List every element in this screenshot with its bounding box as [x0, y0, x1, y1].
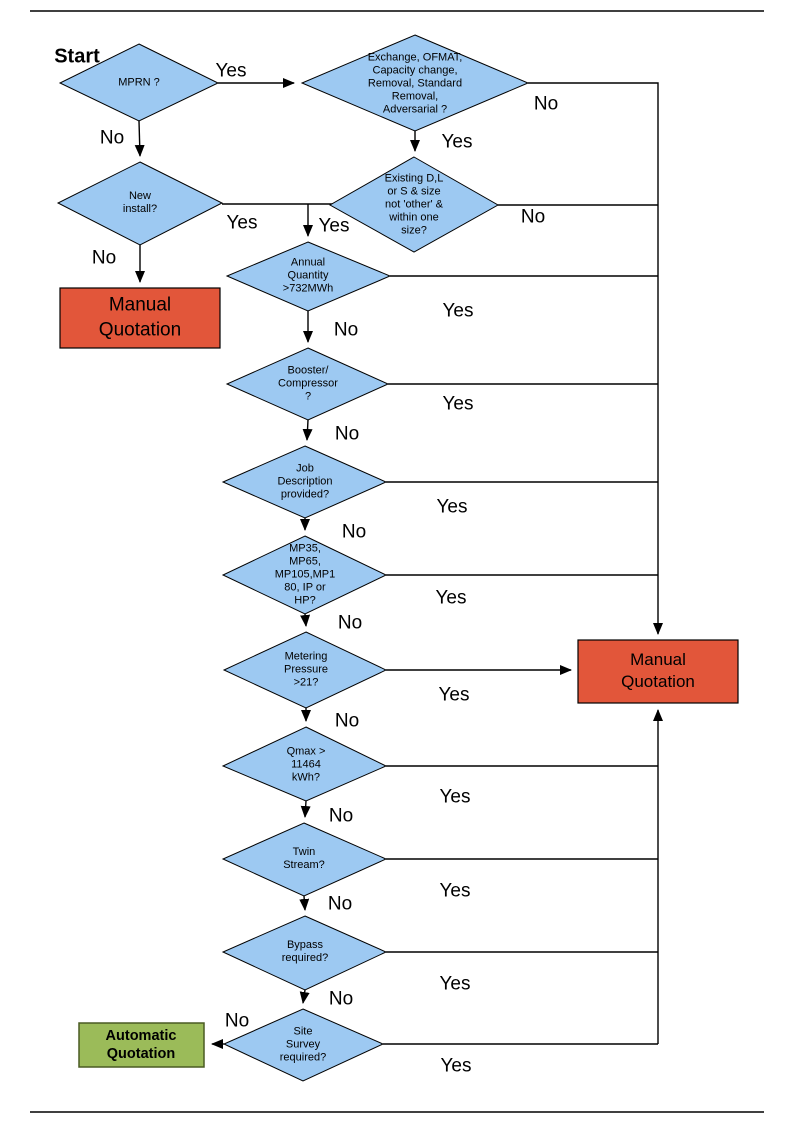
edge-label-mprn-no: No [99, 127, 125, 149]
decision-site-survey [222, 1008, 385, 1082]
edge-label-new-install-no: No [91, 247, 117, 269]
decision-job-description [221, 445, 388, 519]
label-metering-pressure: Metering Pressure >21? [283, 650, 329, 689]
edge-label-annual-yes: Yes [442, 300, 474, 322]
edge-label-mprn-yes: Yes [215, 60, 247, 82]
label-site-survey: Site Survey required? [279, 1025, 327, 1064]
terminal-manual-quotation-left [59, 287, 221, 349]
edge-label-booster-no: No [334, 423, 360, 445]
decision-exchange [300, 34, 530, 132]
edge-label-metering-yes: Yes [438, 684, 470, 706]
decision-mprn [58, 43, 220, 122]
edge-mp-no [300, 613, 311, 627]
edge-label-exchange-yes: Yes [441, 131, 473, 153]
edge-label-mp-no: No [337, 612, 363, 634]
terminal-automatic-quotation [78, 1022, 205, 1068]
edge-mprn-no [134, 120, 145, 157]
edge-bypass-no [299, 989, 310, 1004]
edge-label-site-yes: Yes [440, 1055, 472, 1077]
decision-new-install [56, 161, 224, 246]
edge-label-job-no: No [341, 521, 367, 543]
decision-qmax [221, 726, 388, 802]
edge-label-exchange-no: No [533, 93, 559, 115]
label-meter-types: MP35, MP65, MP105,MP1 80, IP or HP? [274, 542, 336, 607]
label-job-description: Job Description provided? [277, 462, 333, 501]
edge-label-booster-yes: Yes [442, 393, 474, 415]
edge-label-twin-yes: Yes [439, 880, 471, 902]
label-booster: Booster/ Compressor ? [278, 364, 338, 403]
terminal-manual-quotation-right [577, 639, 739, 704]
edge-label-qmax-yes: Yes [439, 786, 471, 808]
label-mprn: MPRN ? [118, 76, 160, 89]
edge-label-site-no: No [224, 1010, 250, 1032]
edge-label-job-yes: Yes [436, 496, 468, 518]
edge-label-metering-no: No [334, 710, 360, 732]
label-automatic-quotation: Automatic Quotation [105, 1027, 177, 1062]
decision-booster [225, 347, 390, 421]
decision-twin-stream [221, 822, 388, 897]
label-annual-quantity: Annual Quantity >732MWh [282, 256, 334, 295]
edge-label-annual-no: No [333, 319, 359, 341]
decision-existing [328, 156, 500, 253]
decision-metering-pressure [222, 631, 388, 709]
edge-label-existing-no: No [520, 206, 546, 228]
edge-label-mp-yes: Yes [435, 587, 467, 609]
edge-label-existing-yes: Yes [318, 215, 350, 237]
start-label: Start [54, 45, 100, 68]
edge-twin-no [299, 895, 310, 911]
edge-label-twin-no: No [327, 893, 353, 915]
label-manual-quotation-right: Manual Quotation [621, 649, 695, 691]
decision-meter-types [221, 535, 388, 615]
edge-qmax-no [300, 800, 311, 818]
label-qmax: Qmax > 11464 kWh? [286, 745, 326, 784]
label-twin-stream: Twin Stream? [283, 846, 325, 871]
edge-booster-no [302, 419, 313, 441]
edge-label-qmax-no: No [328, 805, 354, 827]
decision-annual-quantity [225, 241, 392, 312]
label-manual-quotation-left: Manual Quotation [98, 294, 182, 340]
edge-label-new-install-yes: Yes [226, 212, 258, 234]
edge-exchange-no-trunk [528, 82, 663, 635]
decision-bypass [221, 915, 388, 991]
label-existing: Existing D,L or S & size not 'other' & w… [384, 172, 444, 237]
label-bypass: Bypass required? [281, 939, 329, 964]
edge-label-bypass-yes: Yes [439, 973, 471, 995]
edge-label-bypass-no: No [328, 988, 354, 1010]
label-exchange: Exchange, OFMAT, Capacity change, Remova… [367, 51, 463, 116]
label-new-install: New install? [122, 190, 158, 215]
